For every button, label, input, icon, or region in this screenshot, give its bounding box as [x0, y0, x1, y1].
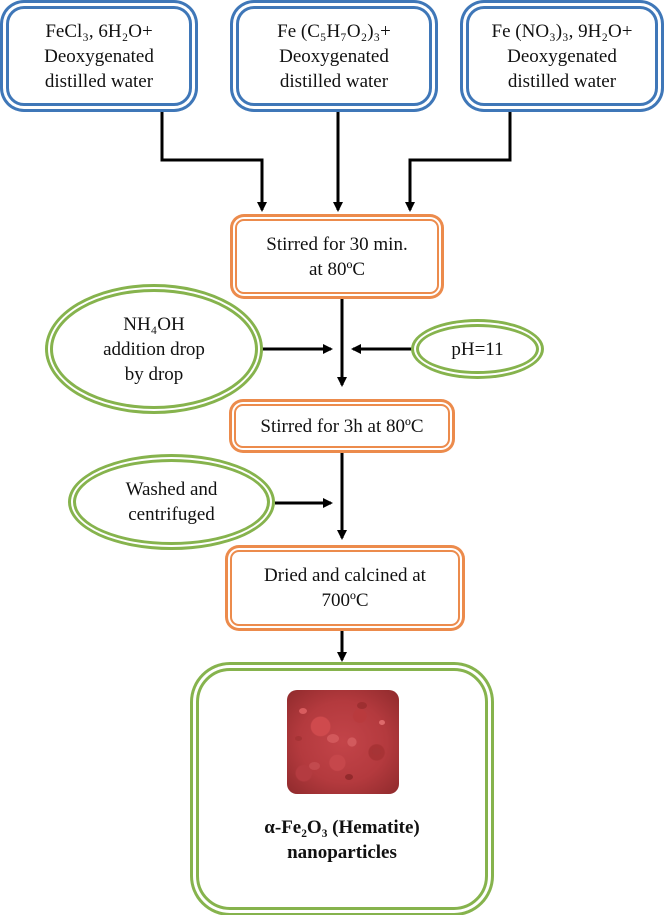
additive-wash-label: Washed and centrifuged: [125, 479, 218, 525]
step-stir-3h-box: Stirred for 3h at 80ºC: [234, 404, 450, 448]
product-box: α-Fe₂O₃ (Hematite) nanoparticles: [196, 668, 488, 910]
step-stir-3h-label: Stirred for 3h at 80ºC: [260, 415, 424, 437]
precursor-fecl3-label: FeCl₃, 6H₂O+ Deoxygenated distilled wate…: [44, 20, 154, 92]
additive-ph-label: pH=11: [451, 338, 504, 360]
hematite-powder-photo: [287, 690, 399, 794]
step-dry-calcine-box: Dried and calcined at 700ºC: [230, 550, 460, 626]
arrow-precursor-1: [160, 112, 267, 212]
additive-ph-ellipse: pH=11: [416, 324, 539, 374]
arrow-precursor-3: [405, 112, 512, 212]
additive-nh4oh-label: NH₄OH addition drop by drop: [103, 313, 205, 385]
step-stir-30min-box: Stirred for 30 min. at 80ºC: [235, 219, 439, 294]
precursor-fe-acac-label: Fe (C₅H₇O₂)₃+ Deoxygenated distilled wat…: [277, 20, 391, 92]
additive-nh4oh-ellipse: NH₄OH addition drop by drop: [50, 289, 258, 409]
step-stir-30min-label: Stirred for 30 min. at 80ºC: [266, 233, 408, 280]
precursor-fe-acac-box: Fe (C₅H₇O₂)₃+ Deoxygenated distilled wat…: [236, 6, 432, 106]
additive-wash-ellipse: Washed and centrifuged: [73, 459, 270, 545]
precursor-fe-nitrate-box: Fe (NO₃)₃, 9H₂O+ Deoxygenated distilled …: [466, 6, 658, 106]
step-dry-calcine-label: Dried and calcined at 700ºC: [264, 565, 426, 611]
precursor-fe-nitrate-label: Fe (NO₃)₃, 9H₂O+ Deoxygenated distilled …: [491, 20, 633, 92]
precursor-fecl3-box: FeCl₃, 6H₂O+ Deoxygenated distilled wate…: [6, 6, 192, 106]
product-label: α-Fe₂O₃ (Hematite) nanoparticles: [264, 817, 420, 863]
